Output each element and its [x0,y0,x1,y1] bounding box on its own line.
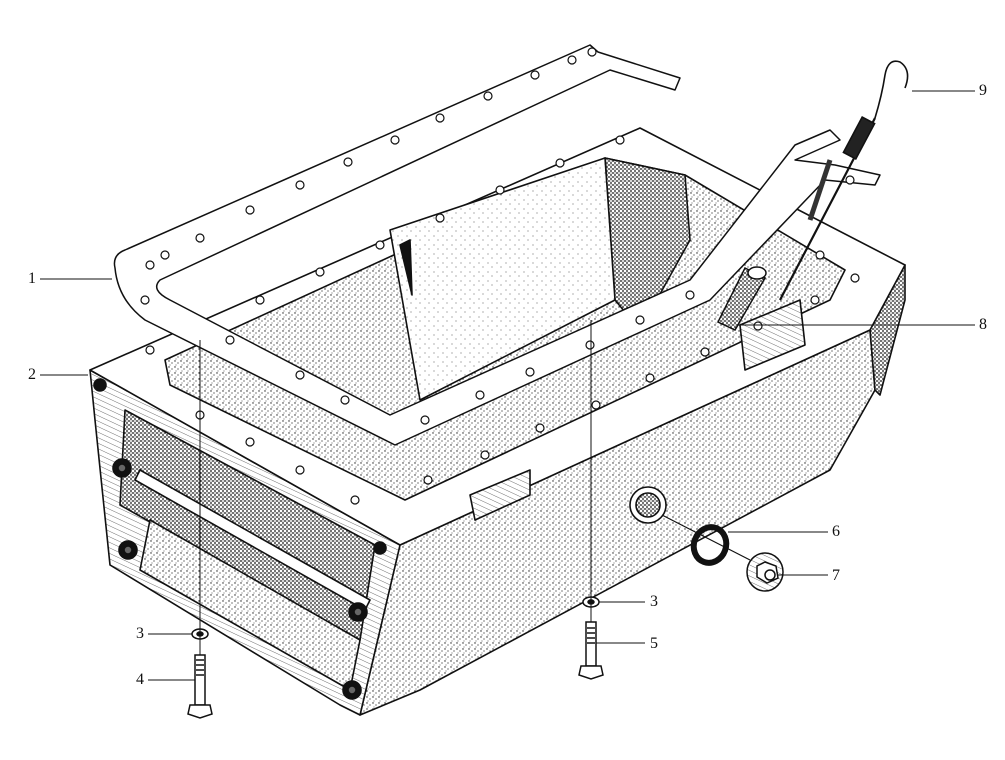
drain-axis [661,514,751,561]
drain-plug [746,552,784,592]
dipstick-guide-tube [716,266,767,331]
callout-4-bolt: 4 [136,671,144,688]
callout-3-washer-left: 3 [136,625,144,642]
bolt-right [578,621,604,680]
callout-6-sealing-ring: 6 [832,523,840,540]
callout-7-drain-plug: 7 [832,567,840,584]
callout-9-dipstick: 9 [979,82,987,99]
gasket [113,44,881,446]
dipstick [779,60,909,301]
callout-1-gasket: 1 [28,270,36,287]
callout-5-bolt: 5 [650,635,658,652]
callout-8-guide-tube: 8 [979,316,987,333]
sealing-ring [690,524,730,566]
bolt-left [187,654,213,719]
callout-3-washer-right: 3 [650,593,658,610]
callout-2-oil-pan: 2 [28,366,36,383]
leader-lines [40,90,975,681]
